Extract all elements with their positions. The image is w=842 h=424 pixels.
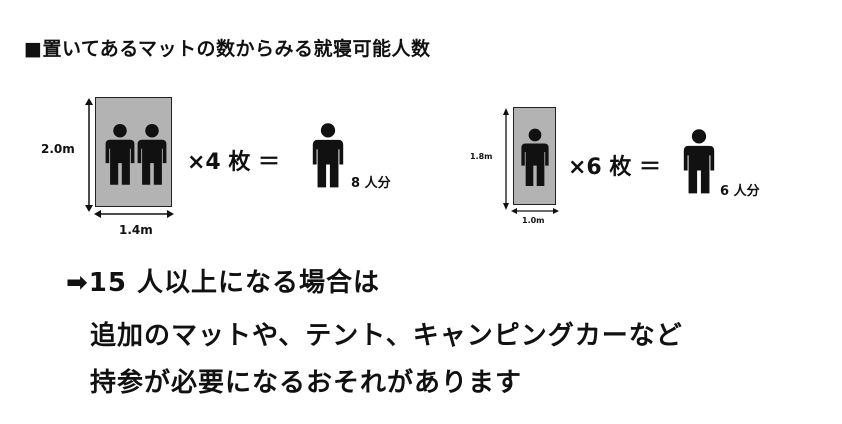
conclusion-line-1: ➡15 人以上になる場合は [66, 268, 381, 298]
height-label: 2.0m [41, 142, 75, 156]
width-label: 1.4m [119, 223, 153, 237]
person-icon [680, 128, 718, 196]
equation: ×6 枚 ＝ [568, 155, 662, 180]
height-label: 1.8m [470, 152, 493, 161]
page-title: ■置いてあるマットの数からみる就寝可能人数 [24, 38, 431, 60]
mat-small [513, 107, 556, 205]
width-label: 1.0m [522, 216, 545, 225]
mat-large [95, 97, 172, 207]
width-dimension-arrow [511, 208, 559, 214]
height-dimension-arrow [85, 98, 93, 212]
conclusion-line-2: 追加のマットや、テント、キャンピングカーなど [90, 321, 683, 351]
width-dimension-arrow [94, 210, 174, 218]
person-icon [102, 120, 138, 190]
conclusion-line-3: 持参が必要になるおそれがあります [90, 368, 523, 398]
result-label: 6 人分 [720, 184, 760, 199]
person-icon [518, 126, 552, 190]
height-dimension-arrow [503, 108, 509, 210]
result-label: 8 人分 [351, 176, 391, 191]
equation: ×4 枚 ＝ [187, 150, 281, 175]
person-icon [134, 120, 170, 190]
person-icon [309, 122, 347, 190]
